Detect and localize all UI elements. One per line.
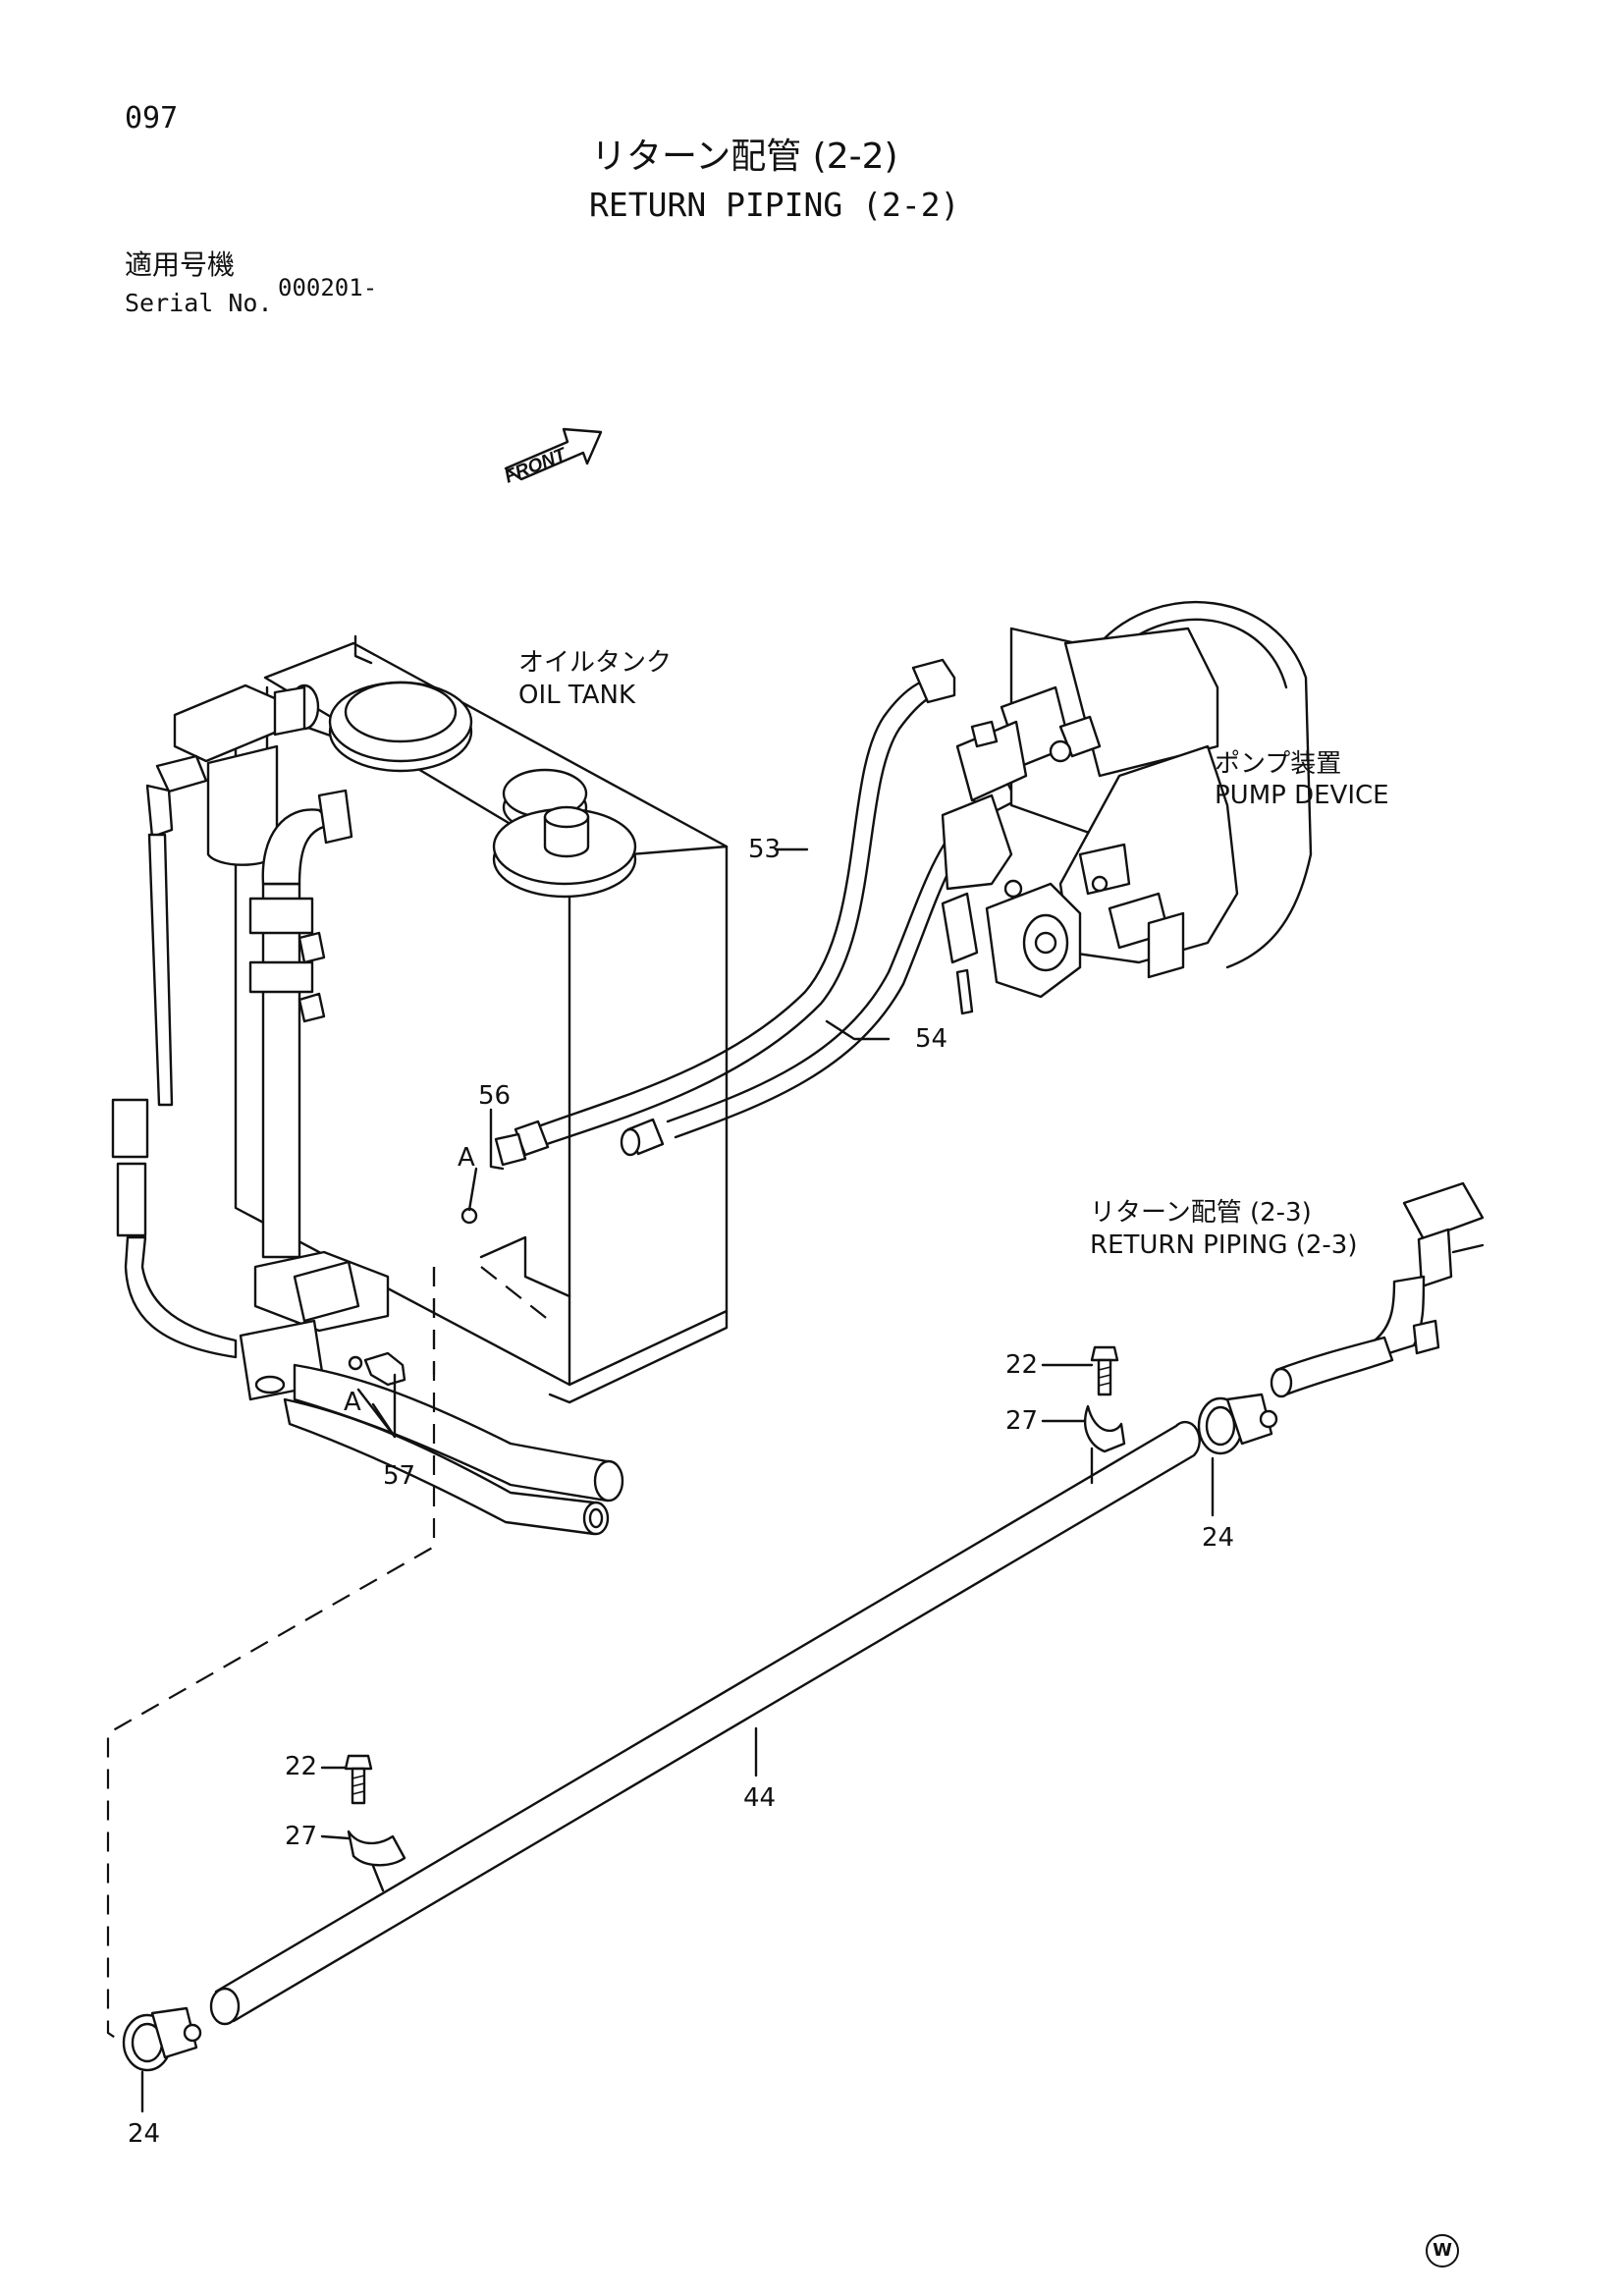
callout-54: 54 — [915, 1024, 948, 1054]
callout-a-bottom: A — [344, 1388, 361, 1417]
return-pipe-44 — [209, 1420, 1201, 2026]
callout-27-top: 27 — [1005, 1406, 1039, 1436]
pump-device-label-en: PUMP DEVICE — [1215, 781, 1389, 810]
title-japanese: リターン配管 (2-2) — [591, 137, 898, 177]
callout-57: 57 — [383, 1461, 416, 1491]
oil-tank-label-en: OIL TANK — [518, 681, 636, 710]
title-english: RETURN PIPING (2-2) — [589, 186, 960, 224]
leader-lines — [106, 847, 1215, 2113]
serial-label-japanese: 適用号機 — [125, 248, 236, 281]
hose-clamp-24-right — [1197, 1393, 1278, 1455]
fitting-56 — [460, 1118, 665, 1225]
front-arrow-icon: FRONT — [502, 427, 603, 488]
w-circle-mark: W — [1426, 2234, 1459, 2268]
callout-53: 53 — [748, 835, 782, 864]
oil-tank-label-jp: オイルタンク — [518, 648, 673, 678]
callout-56: 56 — [478, 1081, 512, 1111]
bolt-22-top — [1090, 1345, 1119, 1396]
callout-24-left: 24 — [128, 2119, 161, 2149]
return-piping-ref-label-en: RETURN PIPING (2-3) — [1090, 1230, 1358, 1260]
hose-53 — [528, 658, 956, 1149]
bolt-22-left — [344, 1754, 373, 1805]
callout-44: 44 — [743, 1783, 777, 1813]
return-piping-2-3-connection — [1270, 1181, 1485, 1398]
pump-device — [941, 601, 1313, 1015]
serial-label-english: Serial No. — [125, 289, 273, 317]
callout-24-right: 24 — [1202, 1523, 1235, 1553]
serial-number-value: 000201- — [278, 274, 378, 301]
callout-a-top: A — [458, 1143, 475, 1173]
front-label: FRONT — [502, 444, 570, 488]
clamp-27-left — [347, 1830, 406, 1867]
clamp-27-top — [1083, 1404, 1126, 1453]
hose-clamp-24-left — [122, 2006, 202, 2072]
callout-27-left: 27 — [285, 1822, 318, 1851]
filter-assembly — [111, 683, 624, 1536]
callout-22-top: 22 — [1005, 1350, 1039, 1380]
callout-22-left: 22 — [285, 1752, 318, 1781]
page-number: 097 — [125, 101, 179, 136]
oil-tank — [234, 634, 729, 1404]
pump-device-label-jp: ポンプ装置 — [1215, 749, 1342, 779]
return-piping-ref-label-jp: リターン配管 (2-3) — [1090, 1198, 1312, 1228]
